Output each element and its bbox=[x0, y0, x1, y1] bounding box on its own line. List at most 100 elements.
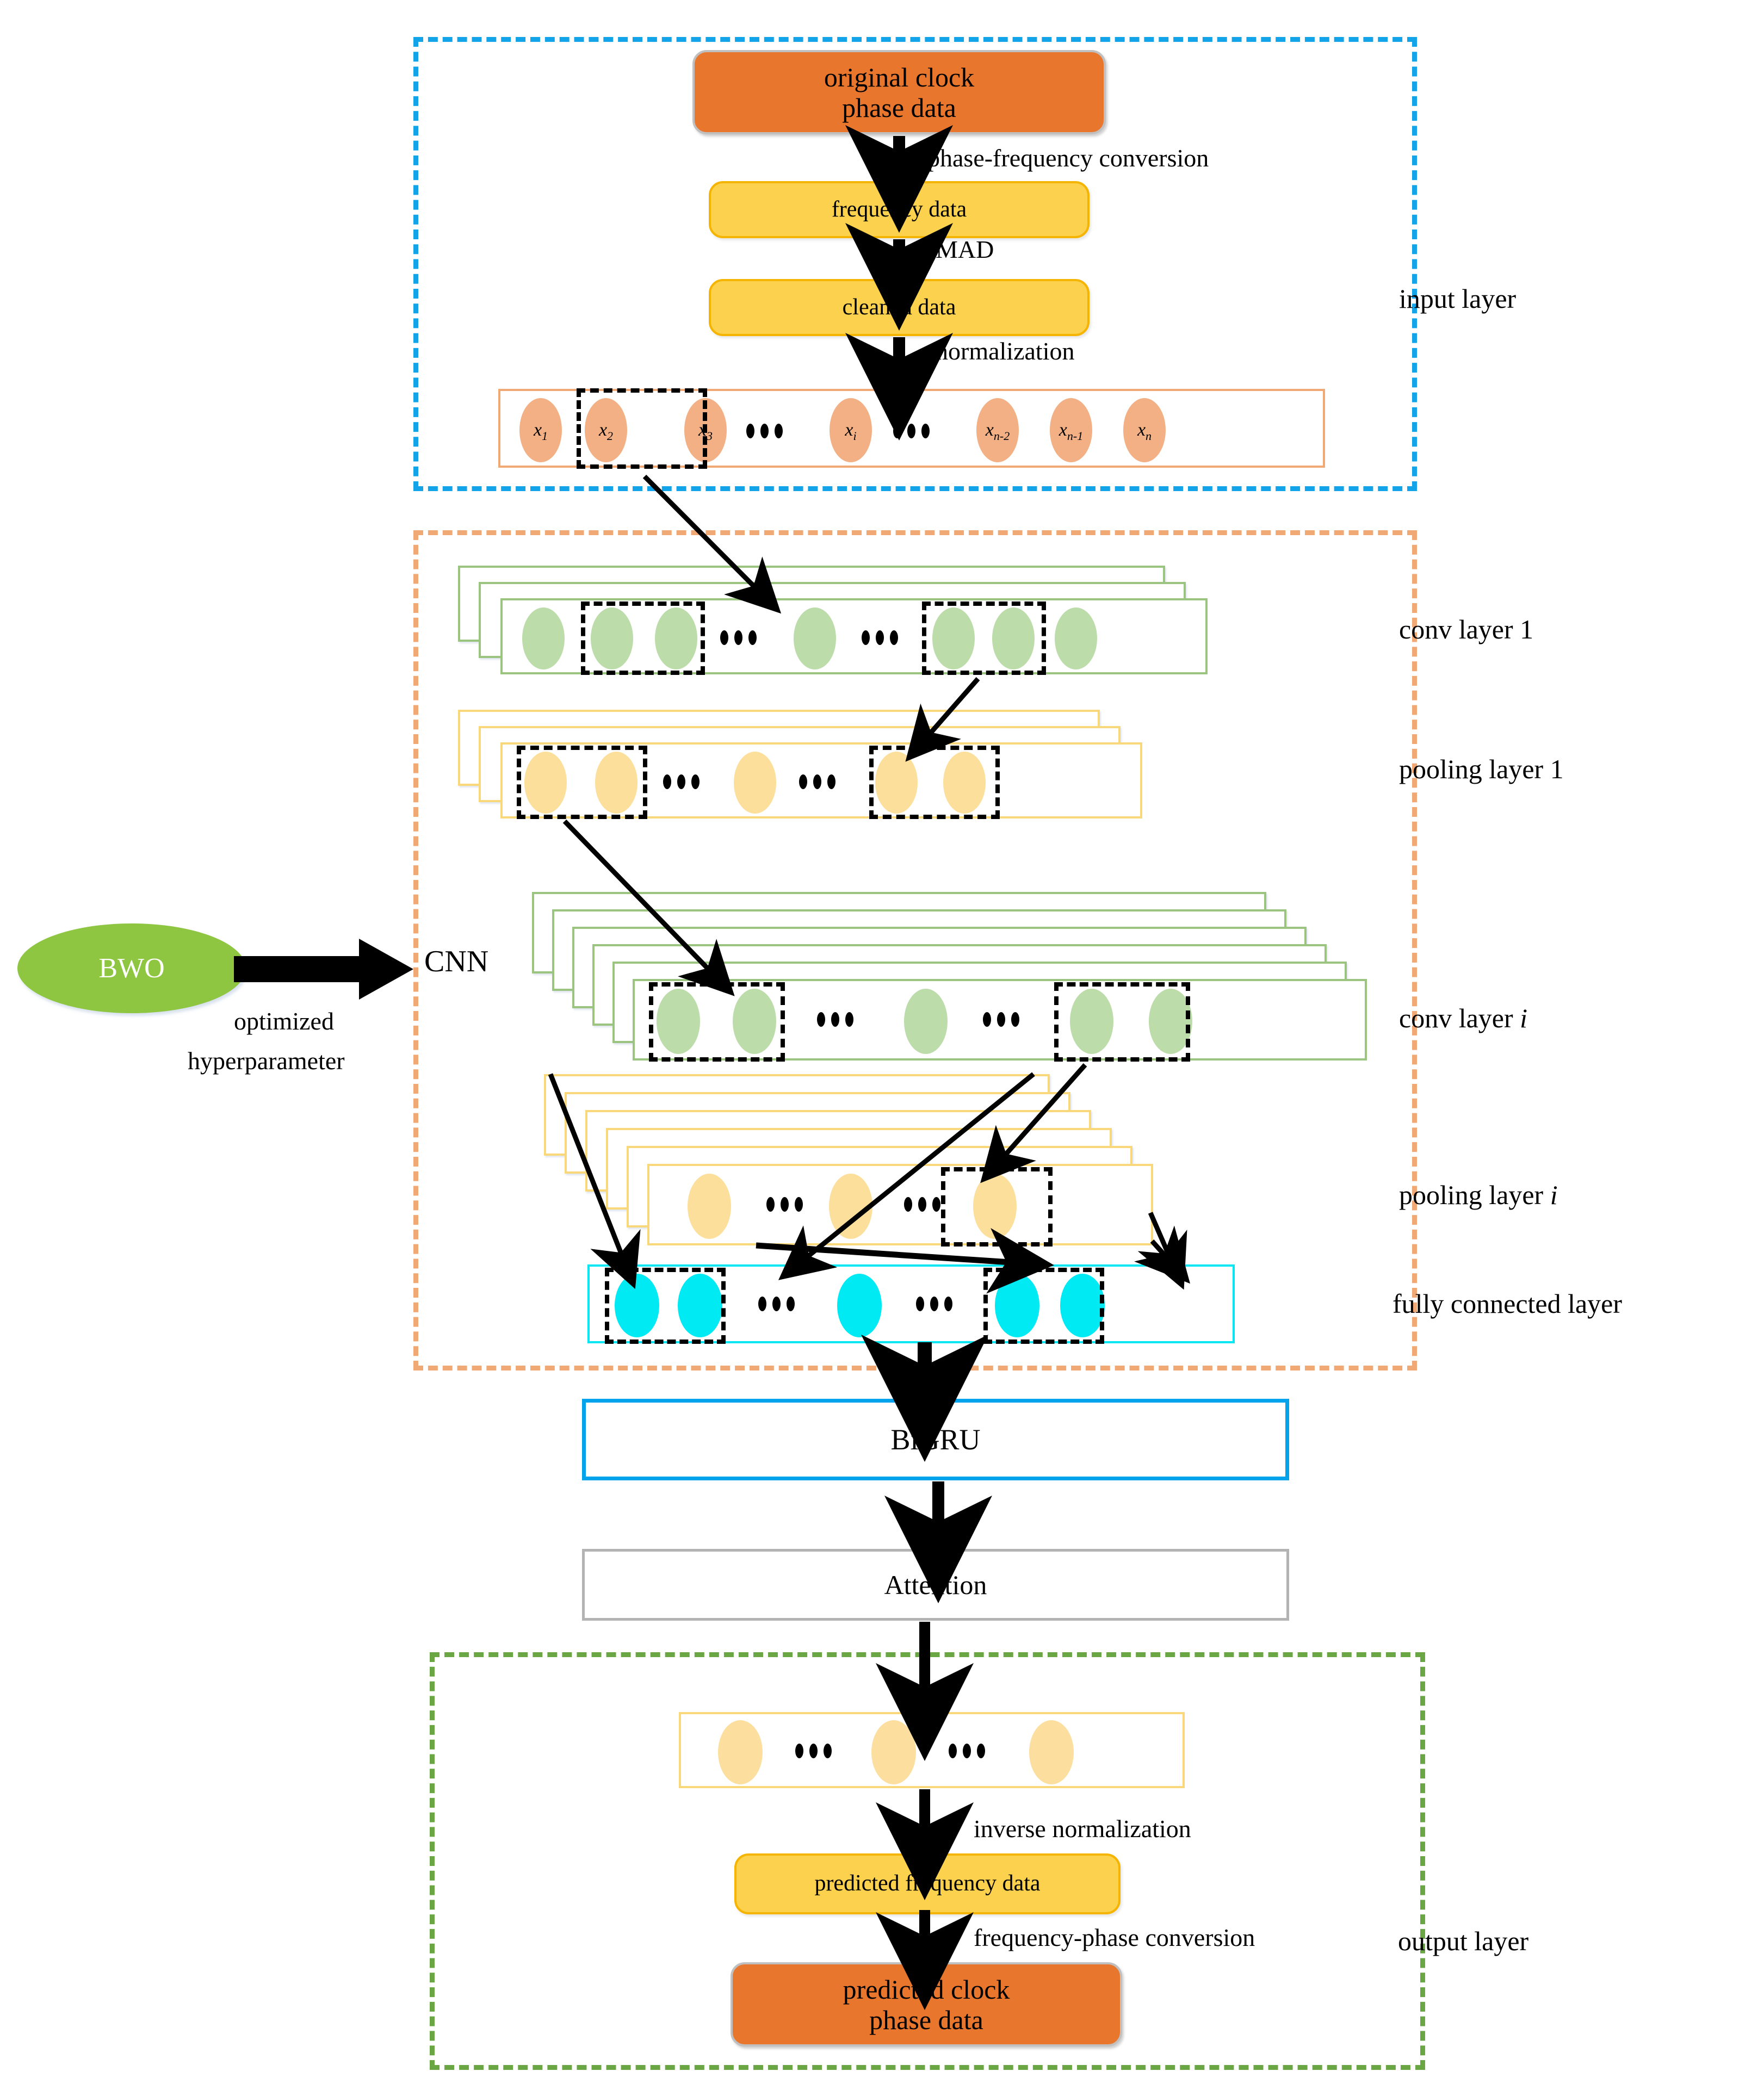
side-label-output-layer: output layer bbox=[1398, 1926, 1529, 1956]
side-label-pooling-layer-i: pooling layer i bbox=[1399, 1179, 1558, 1211]
input-node-xn: xn bbox=[1123, 398, 1166, 462]
side-label-pooling-layer-1: pooling layer 1 bbox=[1399, 754, 1564, 784]
convi-selection-window-left bbox=[649, 982, 785, 1062]
bigru-box: BiGRU bbox=[582, 1399, 1289, 1480]
cnn-label: CNN bbox=[424, 945, 489, 978]
pooli-neuron-row bbox=[647, 1164, 1153, 1245]
conv1-selection-window-left bbox=[581, 601, 705, 675]
convi-node-4 bbox=[1070, 989, 1113, 1054]
normalization-label: normalization bbox=[936, 337, 1075, 365]
fc-node-5 bbox=[1060, 1274, 1105, 1337]
fc-ellipsis-2 bbox=[916, 1297, 952, 1311]
convi-node-3 bbox=[904, 989, 948, 1054]
input-node-xi-label: xi bbox=[845, 420, 857, 443]
fc-selection-window-left bbox=[605, 1268, 726, 1344]
input-row-selection-window bbox=[577, 388, 707, 469]
bwo-label: BWO bbox=[98, 953, 165, 984]
attention-label: Attention bbox=[884, 1570, 987, 1600]
group-input-layer bbox=[413, 37, 1417, 491]
fc-node-2 bbox=[678, 1274, 722, 1337]
pool1-ellipsis-1 bbox=[663, 774, 700, 789]
pool1-selection-window-right bbox=[869, 746, 1000, 819]
output-node-2 bbox=[871, 1720, 916, 1784]
predicted-frequency-text: predicted frequency data bbox=[814, 1871, 1041, 1896]
inverse-normalization-label: inverse normalization bbox=[974, 1815, 1191, 1843]
convi-selection-window-right bbox=[1054, 982, 1190, 1062]
frequency-phase-conversion-label: frequency-phase conversion bbox=[974, 1924, 1255, 1951]
predicted-clock-line2: phase data bbox=[869, 2004, 983, 2035]
input-node-xn-1-label: xn-1 bbox=[1059, 420, 1084, 443]
pooli-node-2 bbox=[829, 1174, 872, 1239]
input-node-xn-2-label: xn-2 bbox=[985, 420, 1010, 443]
output-node-1 bbox=[718, 1720, 763, 1784]
input-node-xn-1: xn-1 bbox=[1050, 398, 1092, 462]
pooli-ellipsis-2 bbox=[904, 1197, 940, 1212]
side-label-conv-layer-1: conv layer 1 bbox=[1399, 614, 1534, 644]
output-node-3 bbox=[1029, 1720, 1074, 1784]
conv1-node-7 bbox=[1055, 607, 1097, 669]
conv1-node-4 bbox=[794, 607, 836, 669]
pool1-selection-window-left bbox=[517, 746, 647, 819]
convi-neuron-row bbox=[633, 979, 1367, 1061]
conv1-ellipsis-1 bbox=[720, 630, 757, 645]
convi-node-1 bbox=[657, 989, 700, 1054]
pool1-node-5 bbox=[943, 752, 986, 814]
side-label-conv-layer-i-base: conv layer bbox=[1399, 1003, 1513, 1033]
mad-label: MAD bbox=[936, 235, 994, 263]
pool1-neuron-row bbox=[500, 742, 1142, 818]
pool1-ellipsis-2 bbox=[799, 774, 835, 789]
fc-ellipsis-1 bbox=[758, 1297, 795, 1311]
input-node-xn-label: xn bbox=[1137, 420, 1152, 443]
convi-node-5 bbox=[1149, 989, 1192, 1054]
bwo-ellipse: BWO bbox=[17, 923, 246, 1013]
side-label-conv-layer-i: conv layer i bbox=[1399, 1002, 1527, 1034]
conv1-neuron-row bbox=[500, 598, 1208, 674]
optimized-hyperparameter-label-line2: hyperparameter bbox=[188, 1047, 345, 1075]
input-node-x1-label: x1 bbox=[533, 420, 548, 443]
side-label-pooling-layer-i-base: pooling layer bbox=[1399, 1180, 1544, 1210]
frequency-data-box: frequency data bbox=[709, 181, 1090, 238]
fc-node-3 bbox=[837, 1274, 882, 1337]
input-row-ellipsis-1 bbox=[746, 424, 783, 438]
output-neuron-row bbox=[679, 1712, 1185, 1788]
conv1-node-1 bbox=[522, 607, 565, 669]
input-node-x2: x2 bbox=[585, 398, 627, 462]
input-node-xn-2: xn-2 bbox=[976, 398, 1019, 462]
fc-selection-window-right bbox=[983, 1268, 1104, 1344]
output-ellipsis-2 bbox=[949, 1744, 985, 1758]
predicted-clock-phase-data-box: predicted clock phase data bbox=[731, 1962, 1122, 2047]
conv1-node-5 bbox=[932, 607, 975, 669]
output-ellipsis-1 bbox=[795, 1744, 832, 1758]
attention-box: Attention bbox=[582, 1549, 1289, 1621]
frequency-data-text: frequency data bbox=[831, 196, 967, 222]
input-node-x1: x1 bbox=[519, 398, 562, 462]
conv1-ellipsis-2 bbox=[862, 630, 898, 645]
pool1-node-2 bbox=[595, 752, 637, 814]
pool1-node-4 bbox=[875, 752, 918, 814]
conv1-node-3 bbox=[655, 607, 697, 669]
side-label-pooling-layer-i-index: i bbox=[1550, 1180, 1558, 1210]
bigru-label: BiGRU bbox=[890, 1423, 981, 1456]
pool1-node-1 bbox=[524, 752, 567, 814]
pool1-node-3 bbox=[734, 752, 776, 814]
side-label-fully-connected-layer: fully connected layer bbox=[1392, 1288, 1623, 1319]
pooli-ellipsis-1 bbox=[766, 1197, 803, 1212]
pooli-node-1 bbox=[688, 1174, 731, 1239]
original-box-line2: phase data bbox=[842, 92, 956, 123]
input-node-xi: xi bbox=[830, 398, 872, 462]
cleaned-data-box: cleaned data bbox=[709, 279, 1090, 336]
input-row-ellipsis-2 bbox=[893, 424, 930, 438]
convi-node-2 bbox=[733, 989, 776, 1054]
convi-ellipsis-2 bbox=[983, 1012, 1019, 1027]
pooli-selection-window-right bbox=[941, 1167, 1053, 1247]
original-clock-phase-data-box: original clock phase data bbox=[692, 50, 1106, 134]
side-label-input-layer: input layer bbox=[1399, 283, 1517, 314]
convi-ellipsis-1 bbox=[817, 1012, 853, 1027]
phase-frequency-conversion-label: phase-frequency conversion bbox=[927, 144, 1209, 172]
arrow-bwo-to-cnn bbox=[234, 939, 413, 1000]
conv1-node-2 bbox=[591, 607, 633, 669]
predicted-frequency-data-box: predicted frequency data bbox=[734, 1853, 1121, 1914]
original-box-line1: original clock bbox=[824, 61, 975, 92]
conv1-node-6 bbox=[992, 607, 1035, 669]
predicted-clock-line1: predicted clock bbox=[843, 1974, 1010, 2005]
